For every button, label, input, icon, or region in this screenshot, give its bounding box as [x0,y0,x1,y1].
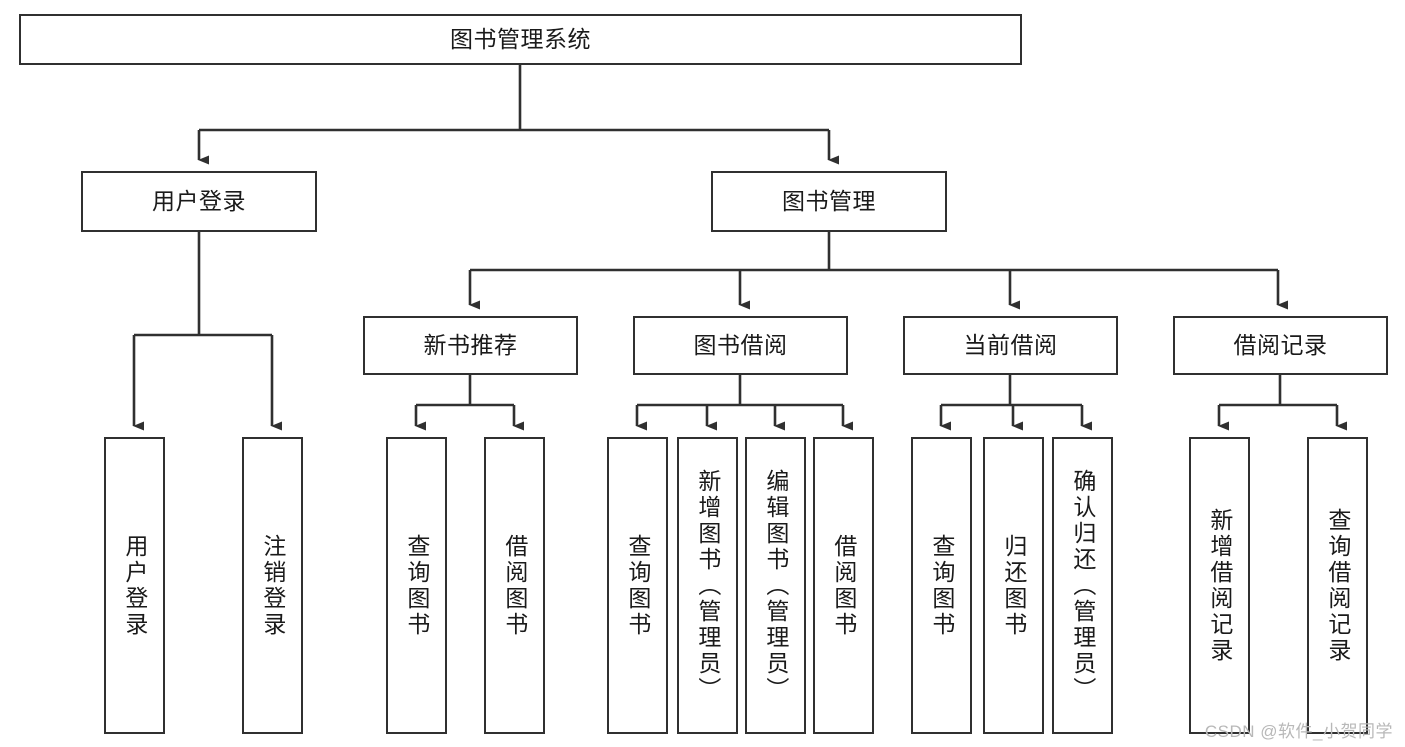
node-label: 确认归还（管理员） [1069,468,1096,703]
node-label: 当前借阅 [963,332,1058,359]
node-label: 编辑图书（管理员） [762,468,789,703]
node-label: 用户登录 [152,188,246,215]
node-leaf-user-logout[interactable]: 注销登录 [242,437,303,734]
node-leaf-query-book-3[interactable]: 查询图书 [911,437,972,734]
node-label: 新书推荐 [423,332,518,359]
node-leaf-query-book-1[interactable]: 查询图书 [386,437,447,734]
node-label: 图书管理系统 [450,26,591,53]
node-leaf-return-book[interactable]: 归还图书 [983,437,1044,734]
node-root[interactable]: 图书管理系统 [19,14,1022,65]
node-label: 注销登录 [259,533,286,638]
node-leaf-query-book-2[interactable]: 查询图书 [607,437,668,734]
node-borrow-record[interactable]: 借阅记录 [1173,316,1388,375]
node-label: 借阅记录 [1233,332,1328,359]
connector-lines [132,65,1347,431]
node-leaf-add-book[interactable]: 新增图书（管理员） [677,437,738,734]
node-leaf-query-record[interactable]: 查询借阅记录 [1307,437,1368,734]
node-book-borrow[interactable]: 图书借阅 [633,316,848,375]
csdn-watermark: CSDN @软件_小贺同学 [1204,722,1393,741]
node-leaf-borrow-book-1[interactable]: 借阅图书 [484,437,545,734]
node-book-manage[interactable]: 图书管理 [711,171,947,232]
node-leaf-user-login[interactable]: 用户登录 [104,437,165,734]
node-leaf-add-record[interactable]: 新增借阅记录 [1189,437,1250,734]
node-new-book-rec[interactable]: 新书推荐 [363,316,578,375]
node-leaf-borrow-book-2[interactable]: 借阅图书 [813,437,874,734]
node-label: 查询借阅记录 [1324,507,1351,664]
node-label: 借阅图书 [830,533,857,638]
node-current-borrow[interactable]: 当前借阅 [903,316,1118,375]
node-label: 新增图书（管理员） [694,468,721,703]
node-label: 图书管理 [782,188,876,215]
node-label: 借阅图书 [501,533,528,638]
node-label: 查询图书 [403,533,430,638]
node-label: 图书借阅 [693,332,788,359]
node-label: 查询图书 [928,533,955,638]
node-label: 用户登录 [121,533,148,638]
node-leaf-edit-book[interactable]: 编辑图书（管理员） [745,437,806,734]
node-leaf-confirm-return[interactable]: 确认归还（管理员） [1052,437,1113,734]
node-label: 查询图书 [624,533,651,638]
node-label: 归还图书 [1000,533,1027,638]
node-user-login[interactable]: 用户登录 [81,171,317,232]
node-label: 新增借阅记录 [1206,507,1233,664]
